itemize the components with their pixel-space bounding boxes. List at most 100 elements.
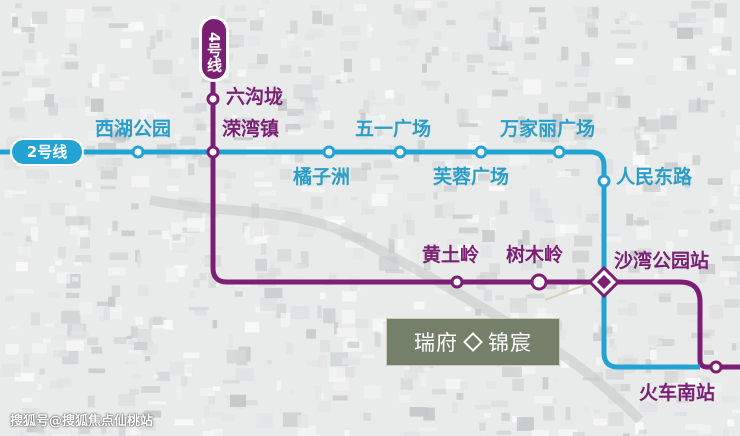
city-block [19, 430, 27, 436]
city-block [31, 343, 47, 354]
city-block [432, 161, 447, 172]
city-block [544, 220, 554, 224]
city-block [297, 425, 317, 436]
city-block [21, 26, 35, 33]
city-block [64, 61, 79, 70]
city-block [543, 285, 557, 290]
city-block [475, 404, 491, 410]
city-block [727, 68, 736, 76]
city-block [555, 81, 568, 87]
station-label-liugoulong: 六沟垅 [226, 86, 284, 108]
city-block [368, 102, 384, 107]
city-block [508, 77, 518, 82]
city-block [250, 20, 263, 31]
city-block [328, 273, 337, 285]
city-block [104, 118, 109, 126]
city-block [440, 46, 448, 52]
city-block [614, 18, 620, 24]
city-block [402, 212, 412, 224]
city-block [30, 312, 40, 326]
city-block [112, 220, 118, 232]
city-block [654, 273, 659, 285]
city-block [622, 433, 630, 436]
city-block [115, 132, 128, 137]
city-block [14, 3, 22, 9]
city-block [281, 154, 295, 164]
city-block [323, 308, 336, 324]
city-block [224, 183, 232, 189]
line4-route [210, 70, 740, 370]
city-block [301, 253, 309, 268]
city-block [495, 209, 502, 216]
city-block [712, 18, 724, 34]
city-block [684, 176, 690, 189]
city-block [75, 179, 82, 187]
city-block [260, 297, 278, 312]
station-label-shawan-park: 沙湾公园站 [614, 250, 710, 272]
city-block [482, 229, 495, 242]
city-block [187, 218, 206, 232]
city-block [302, 434, 320, 436]
city-block [304, 98, 316, 110]
city-block [189, 290, 195, 298]
station-label-shumuling: 树木岭 [506, 244, 564, 266]
city-block [678, 229, 688, 237]
city-block [385, 89, 394, 104]
city-block [606, 106, 613, 110]
station-label-wuyi-square: 五一广场 [355, 118, 432, 140]
city-block [721, 37, 732, 51]
city-block [547, 159, 553, 164]
city-block [129, 389, 140, 395]
city-block [730, 170, 740, 185]
line2-badge: 2号线 [10, 138, 84, 166]
city-block [550, 128, 560, 144]
city-block [583, 406, 590, 412]
city-block [595, 309, 602, 313]
city-block [469, 135, 480, 141]
city-block [92, 6, 112, 12]
city-block [201, 418, 206, 425]
city-block [30, 226, 39, 241]
city-block [361, 208, 376, 215]
city-block [587, 92, 601, 104]
city-block [307, 28, 324, 38]
city-block [32, 78, 51, 87]
city-block [534, 208, 552, 222]
city-block [170, 3, 180, 12]
city-block [49, 265, 55, 273]
city-block [279, 64, 292, 74]
city-block [235, 368, 254, 381]
city-block [615, 95, 631, 109]
city-block [54, 335, 72, 341]
city-block [361, 200, 369, 214]
city-block [263, 85, 272, 101]
city-block [531, 429, 549, 436]
city-block [5, 295, 14, 302]
city-block [226, 18, 247, 23]
city-block [281, 39, 287, 48]
city-block [280, 312, 291, 327]
city-block [225, 34, 244, 47]
city-block [561, 284, 576, 293]
city-block [256, 413, 273, 428]
city-block [181, 376, 188, 387]
city-block [518, 239, 525, 246]
city-block [621, 127, 635, 133]
city-block [208, 273, 216, 288]
city-block [344, 430, 350, 436]
city-block [706, 383, 722, 393]
city-block [36, 429, 46, 435]
station-dot-huangtuling [450, 275, 464, 289]
city-block [219, 192, 226, 202]
city-block [577, 270, 585, 281]
city-block [647, 210, 664, 220]
city-block [109, 73, 118, 78]
city-block [371, 193, 388, 206]
city-block [480, 244, 492, 258]
city-block [174, 133, 182, 140]
city-block [523, 79, 542, 95]
city-block [512, 416, 521, 423]
city-block [146, 341, 154, 346]
city-block [143, 410, 162, 418]
